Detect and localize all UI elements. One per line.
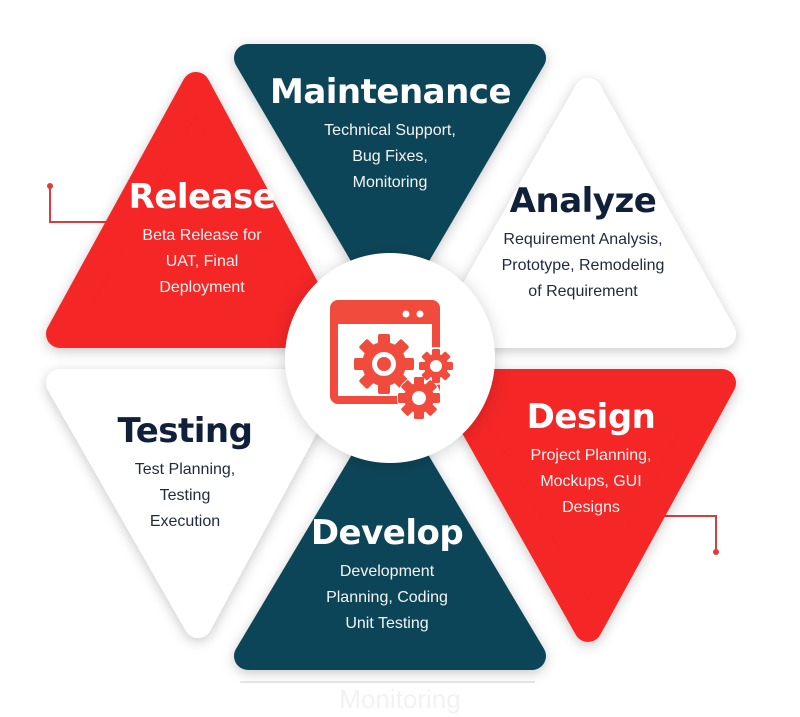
segment-description: Requirement Analysis, Prototype, Remodel… (501, 231, 665, 300)
segment-maintenance-shape (234, 44, 546, 314)
segment-description: Project Planning, Mockups, GUI Designs (530, 447, 652, 516)
segment-release-shape (46, 72, 344, 348)
segment-testing-shape (46, 369, 342, 638)
segment-design-shape (436, 369, 736, 642)
segment-maintenance: Maintenance Technical Support, Bug Fixes… (270, 72, 512, 196)
segment-description: Technical Support, Bug Fixes, Monitoring (324, 122, 456, 191)
connector-left (47, 183, 110, 223)
segment-analyze: Analyze Requirement Analysis, Prototype,… (463, 181, 703, 305)
gears-window-icon (330, 300, 455, 420)
segment-title: Testing (117, 411, 253, 451)
segment-testing: Testing Test Planning, Testing Execution (65, 411, 305, 535)
segment-design: Design Project Planning, Mockups, GUI De… (471, 397, 711, 521)
segment-description: Development Planning, Coding Unit Testin… (326, 563, 448, 632)
connector-right (640, 515, 719, 555)
segment-develop: Develop Development Planning, Coding Uni… (267, 513, 507, 637)
segment-analyze-shape (436, 78, 736, 348)
segment-title: Design (526, 397, 656, 437)
segment-title: Develop (310, 513, 464, 553)
segment-develop-shape (234, 404, 546, 670)
ghost-monitoring-label: Monitoring (339, 684, 461, 714)
segment-title: Maintenance (270, 72, 512, 112)
segment-title: Release (128, 177, 276, 217)
segment-release: Release Beta Release for UAT, Final Depl… (82, 177, 322, 301)
segment-description: Test Planning, Testing Execution (134, 461, 236, 530)
segment-description: Beta Release for UAT, Final Deployment (142, 227, 262, 296)
segment-title: Analyze (509, 181, 657, 221)
